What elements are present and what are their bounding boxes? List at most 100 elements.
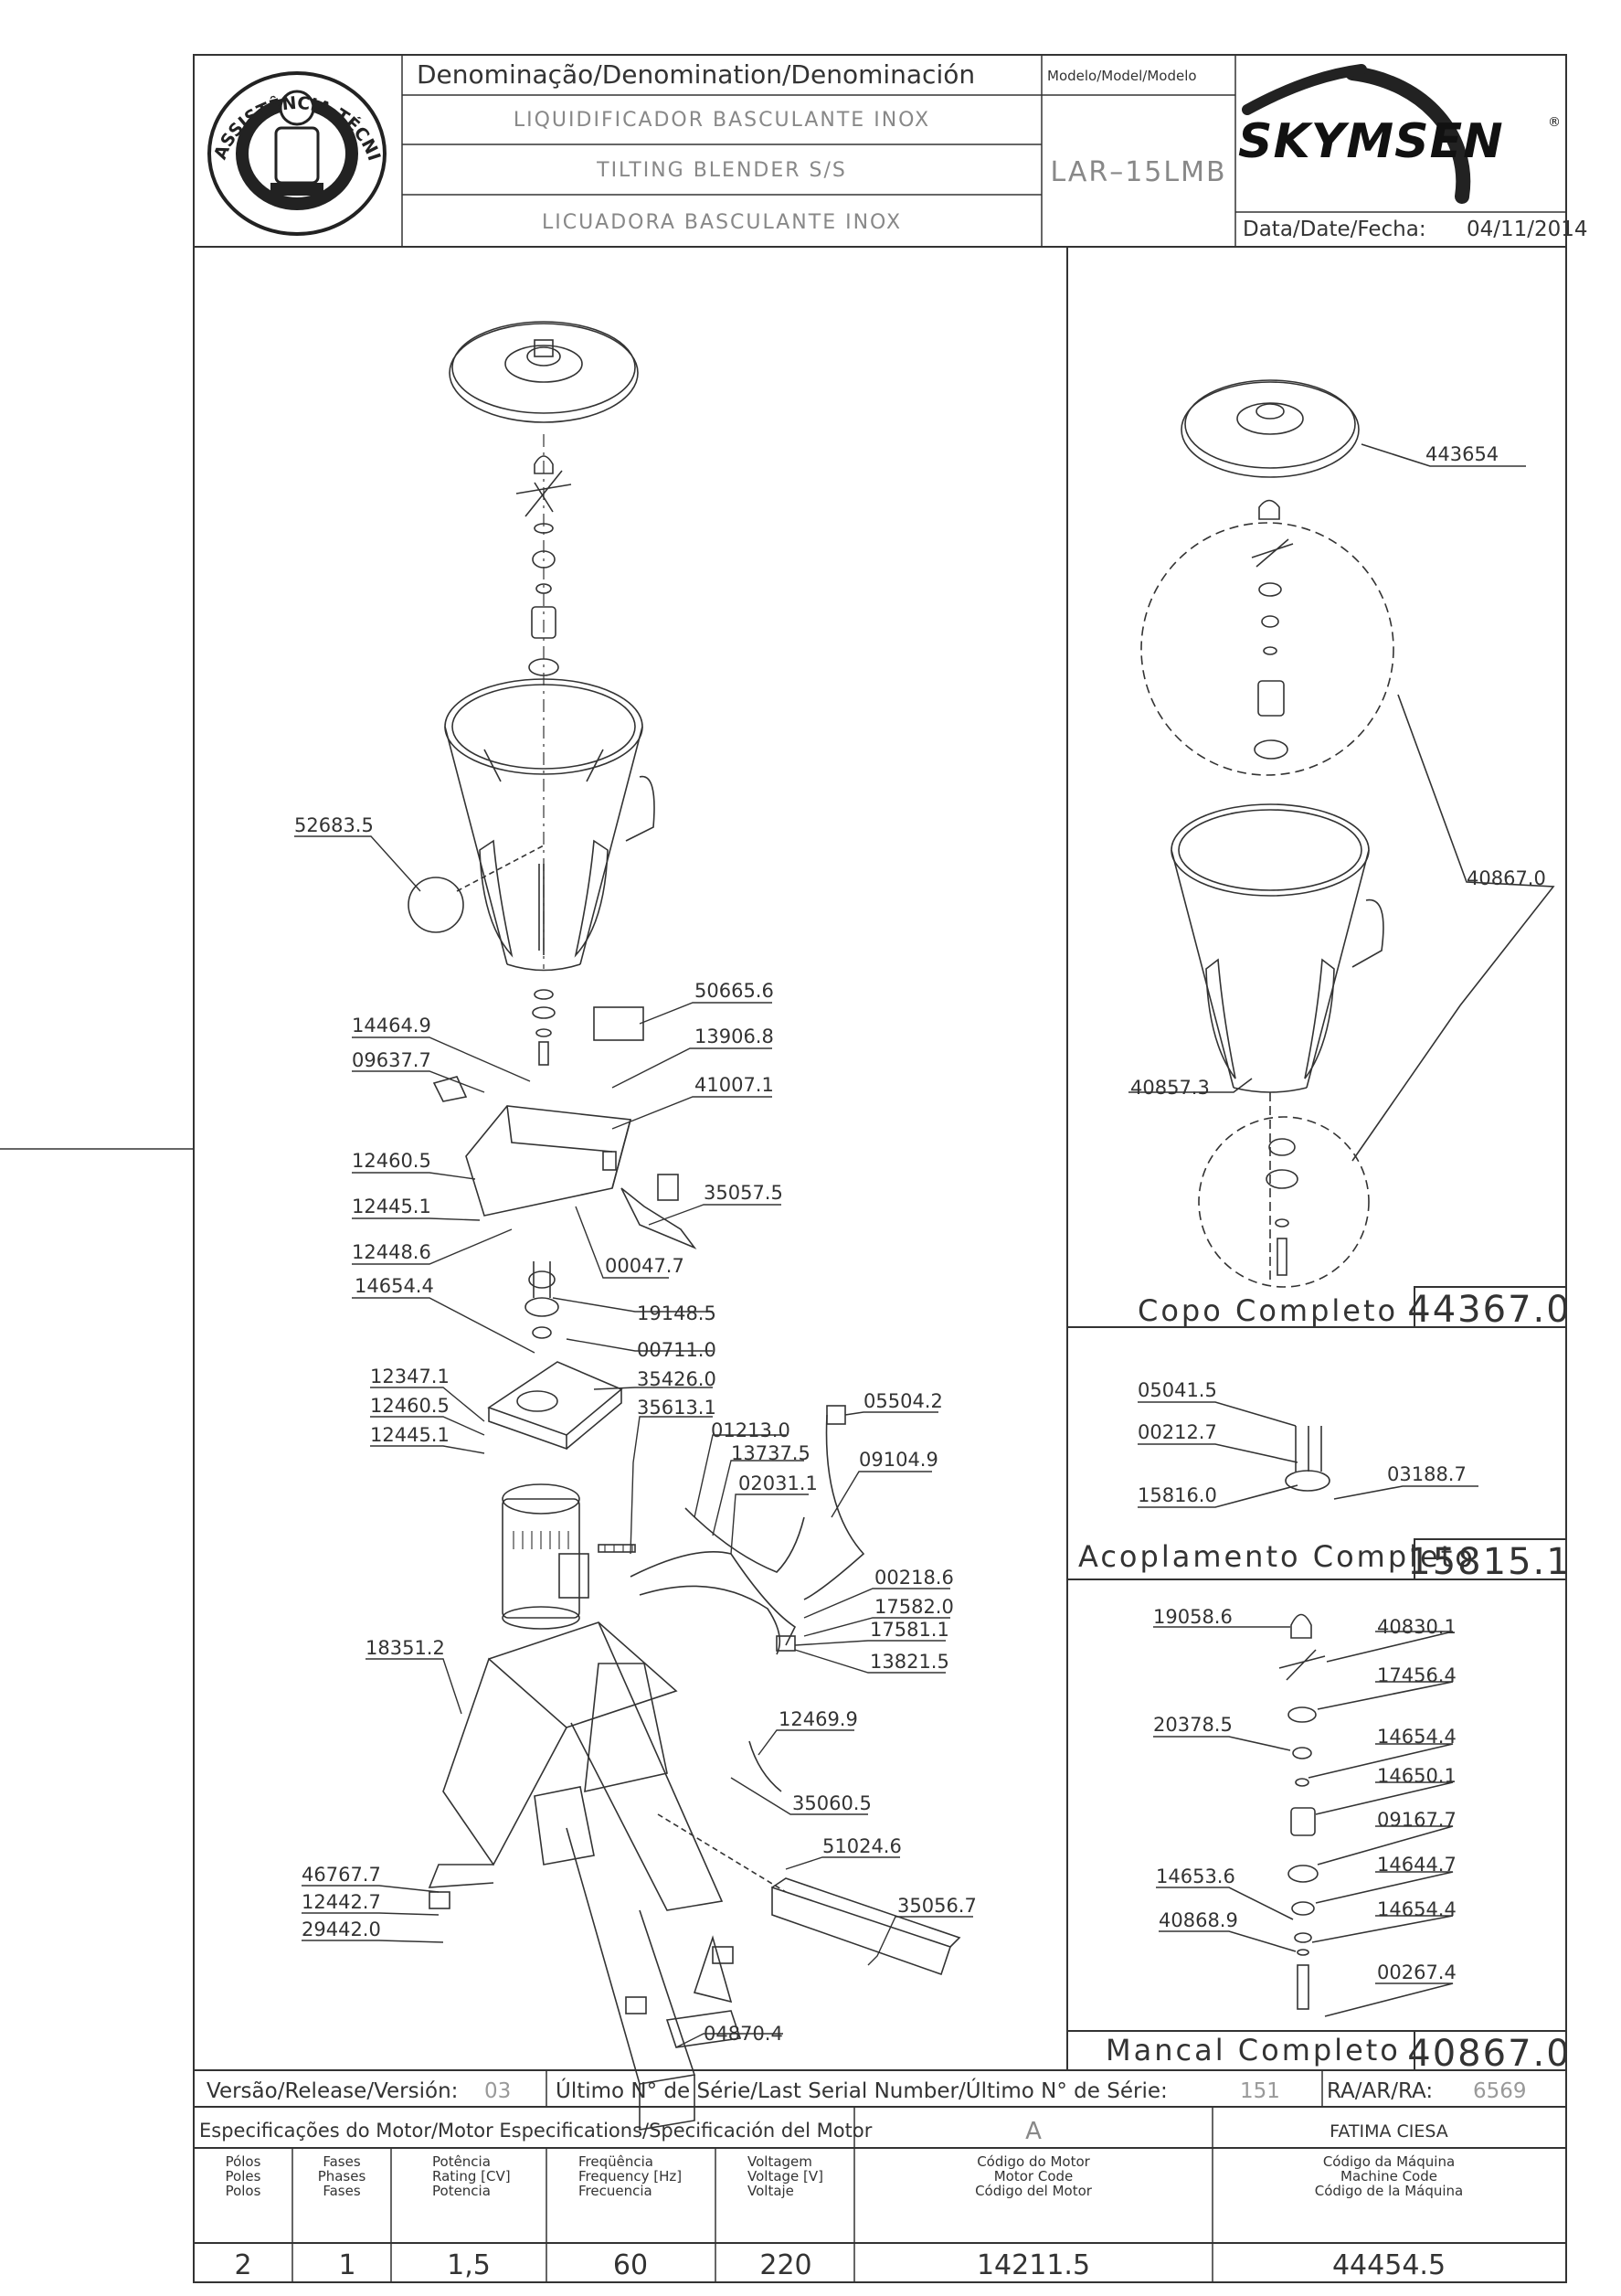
mancal-completo-title: Mancal Completo bbox=[1106, 2033, 1401, 2067]
spec-column-poles: Pólos Poles Polos 2 bbox=[226, 2153, 261, 2281]
svg-text:Voltaje: Voltaje bbox=[747, 2183, 794, 2199]
part-label: 09637.7 bbox=[352, 1049, 431, 1071]
part-label: 35056.7 bbox=[897, 1895, 977, 1917]
part-label: 13821.5 bbox=[870, 1651, 949, 1673]
part-label: 35613.1 bbox=[637, 1397, 716, 1419]
exploded-view-labels: 52683.5 50665.6 14464.9 09637.7 13906.8 … bbox=[294, 814, 977, 2045]
part-label: 14650.1 bbox=[1377, 1765, 1457, 1787]
part-label: 05041.5 bbox=[1138, 1379, 1217, 1401]
poles-value: 2 bbox=[234, 2249, 251, 2281]
svg-text:Fases: Fases bbox=[323, 2183, 360, 2199]
part-label: 01213.0 bbox=[711, 1419, 790, 1441]
svg-text:Phases: Phases bbox=[318, 2168, 366, 2184]
svg-text:Código de la Máquina: Código de la Máquina bbox=[1315, 2183, 1463, 2199]
svg-text:Código do Motor: Código do Motor bbox=[977, 2153, 1090, 2170]
model-label: Modelo/Model/Modelo bbox=[1047, 68, 1197, 84]
stand-frame-drawing bbox=[428, 1621, 742, 2131]
lid-drawing bbox=[449, 321, 639, 423]
serial-label: Último N° de Série/Last Serial Number/Úl… bbox=[556, 2078, 1168, 2103]
connector-drawing bbox=[826, 1405, 846, 1425]
part-label: 50665.6 bbox=[694, 980, 774, 1002]
part-label: 12442.7 bbox=[302, 1891, 381, 1913]
svg-text:Freqüência: Freqüência bbox=[578, 2153, 653, 2170]
date-label: Data/Date/Fecha: bbox=[1243, 218, 1426, 241]
part-label: 14654.4 bbox=[1377, 1726, 1457, 1748]
part-label: 19148.5 bbox=[637, 1302, 716, 1324]
coupling-stack-drawing bbox=[524, 1261, 559, 1339]
part-label: 00047.7 bbox=[605, 1255, 684, 1277]
part-label: 05504.2 bbox=[863, 1390, 943, 1412]
part-label: 19058.6 bbox=[1153, 1606, 1233, 1628]
rating-value: 1,5 bbox=[447, 2249, 491, 2281]
phases-value: 1 bbox=[338, 2249, 355, 2281]
part-label: 03188.7 bbox=[1387, 1463, 1467, 1485]
mancal-completo-panel: 19058.6 40830.1 17456.4 20378.5 14654.4 … bbox=[1106, 1606, 1571, 2075]
part-label: 12448.6 bbox=[352, 1241, 431, 1263]
svg-text:Frecuencia: Frecuencia bbox=[578, 2183, 652, 2199]
acoplamento-completo-code: 15815.1 bbox=[1407, 1541, 1571, 1583]
wiring-harness-drawing bbox=[630, 1414, 865, 1655]
svg-text:Voltagem: Voltagem bbox=[747, 2153, 812, 2170]
part-label: 17456.4 bbox=[1377, 1664, 1457, 1686]
brand-name: SKYMSEN bbox=[1238, 114, 1504, 169]
part-label: 02031.1 bbox=[738, 1472, 818, 1494]
motor-spec-title: Especificações do Motor/Motor Especifica… bbox=[199, 2120, 873, 2142]
svg-text:Pólos: Pólos bbox=[226, 2153, 261, 2170]
jar-drawing bbox=[444, 678, 655, 972]
svg-text:Poles: Poles bbox=[226, 2168, 261, 2184]
spec-column-machine-code: Código da Máquina Machine Code Código de… bbox=[1315, 2153, 1463, 2281]
part-label: 13906.8 bbox=[694, 1026, 774, 1047]
release-row: Versão/Release/Versión: 03 Último N° de … bbox=[207, 2070, 1527, 2107]
part-label: 04870.4 bbox=[704, 2023, 783, 2045]
model-code: LAR–15LMB bbox=[1050, 156, 1226, 188]
copo-completo-title: Copo Completo bbox=[1138, 1293, 1398, 1328]
spec-column-motor-code: Código do Motor Motor Code Código del Mo… bbox=[975, 2153, 1093, 2281]
part-label: 17582.0 bbox=[874, 1596, 954, 1618]
copo-completo-code: 44367.0 bbox=[1407, 1289, 1571, 1331]
part-label: 40830.1 bbox=[1377, 1616, 1457, 1638]
part-label: 00711.0 bbox=[637, 1339, 716, 1361]
part-label: 52683.5 bbox=[294, 814, 374, 836]
brand-logo: SKYMSEN ® bbox=[1238, 64, 1561, 204]
svg-text:Código da Máquina: Código da Máquina bbox=[1323, 2153, 1455, 2170]
exploded-view bbox=[408, 321, 961, 2131]
voltage-value: 220 bbox=[759, 2249, 811, 2281]
part-label: 00212.7 bbox=[1138, 1421, 1217, 1443]
svg-text:Polos: Polos bbox=[226, 2183, 261, 2199]
part-label: 35426.0 bbox=[637, 1368, 716, 1390]
serial-value: 151 bbox=[1240, 2079, 1280, 2103]
part-label: 13737.5 bbox=[731, 1442, 810, 1464]
part-label: 40867.0 bbox=[1467, 867, 1546, 889]
base-housing-drawing bbox=[432, 1076, 697, 1249]
part-label: 35060.5 bbox=[792, 1792, 872, 1814]
part-label: 00267.4 bbox=[1377, 1961, 1457, 1983]
svg-text:ASSISTÊNCIA TÉCNICA AUTORIZADA: ASSISTÊNCIA TÉCNICA AUTORIZADA bbox=[0, 0, 384, 164]
part-label: 12460.5 bbox=[352, 1150, 431, 1172]
frequency-value: 60 bbox=[613, 2249, 648, 2281]
part-label: 40857.3 bbox=[1130, 1077, 1210, 1099]
leader-lines bbox=[294, 835, 973, 2048]
spec-column-frequency: Freqüência Frequency [Hz] Frecuencia 60 bbox=[578, 2153, 682, 2281]
tilting-arm-drawing bbox=[771, 1877, 961, 1976]
part-label: 12347.1 bbox=[370, 1366, 450, 1387]
part-label: 35057.5 bbox=[704, 1182, 783, 1204]
part-label: 15816.0 bbox=[1138, 1484, 1217, 1506]
part-label: 12445.1 bbox=[370, 1424, 450, 1446]
spec-column-phases: Fases Phases Fases 1 bbox=[318, 2153, 366, 2281]
svg-text:Frequency [Hz]: Frequency [Hz] bbox=[578, 2168, 682, 2184]
blade-assembly-drawing bbox=[515, 455, 572, 676]
part-label: 443654 bbox=[1425, 443, 1499, 465]
coupling-drawing bbox=[532, 989, 556, 1066]
part-label: 14644.7 bbox=[1377, 1854, 1457, 1876]
denomination-label: Denominação/Denomination/Denominación bbox=[417, 59, 975, 90]
svg-text:Potencia: Potencia bbox=[432, 2183, 491, 2199]
product-name-es: LICUADORA BASCULANTE INOX bbox=[542, 211, 902, 234]
spec-column-rating: Potência Rating [CV] Potencia 1,5 bbox=[432, 2153, 511, 2281]
motor-spec-table: Especificações do Motor/Motor Especifica… bbox=[199, 2107, 1463, 2282]
ra-value: 6569 bbox=[1473, 2079, 1527, 2103]
mancal-completo-code: 40867.0 bbox=[1407, 2033, 1571, 2075]
part-label: 14654.4 bbox=[1377, 1898, 1457, 1920]
svg-text:Machine Code: Machine Code bbox=[1340, 2168, 1437, 2184]
svg-text:Fases: Fases bbox=[323, 2153, 360, 2170]
svg-text:Código del Motor: Código del Motor bbox=[975, 2183, 1093, 2199]
